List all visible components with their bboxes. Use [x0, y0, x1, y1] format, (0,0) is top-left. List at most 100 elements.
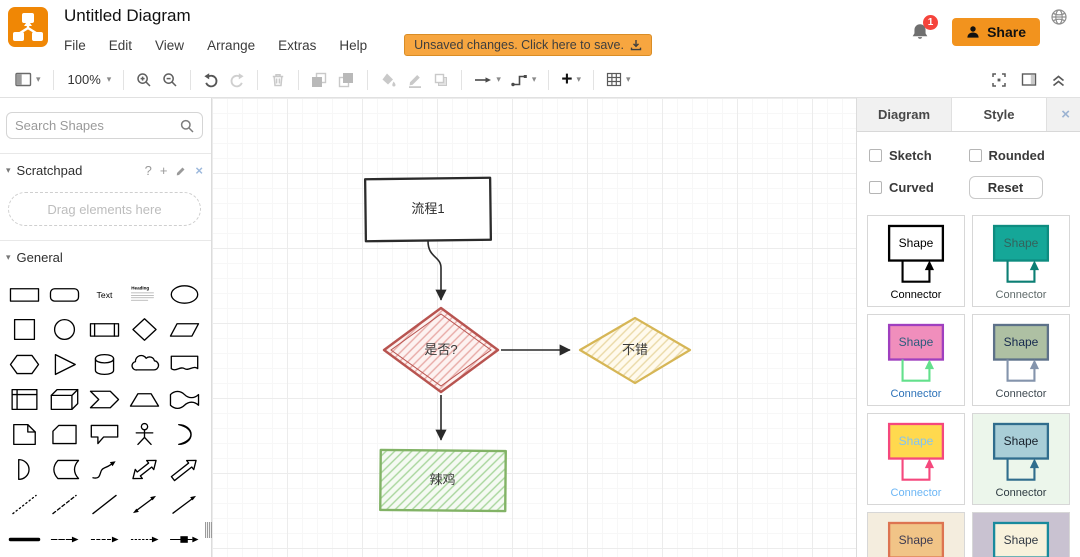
shape-tape[interactable] [165, 386, 205, 412]
delete-button[interactable] [265, 69, 291, 91]
shape-circle[interactable] [44, 316, 84, 342]
format-panel-icon[interactable] [1021, 72, 1037, 87]
shape-curve[interactable] [84, 456, 124, 482]
shape-arrow[interactable] [165, 456, 205, 482]
shape-dotted-line[interactable] [4, 491, 44, 517]
shape-hexagon[interactable] [4, 351, 44, 377]
panel-close-icon[interactable]: × [1061, 106, 1070, 123]
scratchpad-header[interactable]: ▾ Scratchpad ? + × [0, 154, 211, 186]
connection-style-button[interactable]: ▾ [469, 71, 506, 89]
line-color-button[interactable] [402, 69, 428, 91]
scratchpad-add-icon[interactable]: + [159, 163, 168, 178]
scratchpad-drop-zone[interactable]: Drag elements here [8, 192, 201, 226]
to-front-button[interactable] [306, 69, 333, 91]
shape-bidirectional-arrow[interactable] [125, 456, 165, 482]
shape-trapezoid[interactable] [125, 386, 165, 412]
sketch-checkbox[interactable] [869, 149, 882, 162]
shape-actor[interactable] [125, 421, 165, 447]
shape-text[interactable]: Text [84, 281, 124, 307]
node-nice[interactable] [578, 316, 692, 385]
menu-file[interactable]: File [64, 37, 86, 53]
zoom-in-button[interactable] [131, 69, 157, 91]
shape-card[interactable] [44, 421, 84, 447]
edge-process1-to-decision[interactable] [427, 240, 447, 301]
shape-step[interactable] [84, 386, 124, 412]
tab-diagram[interactable]: Diagram [857, 98, 952, 131]
unsaved-changes-banner[interactable]: Unsaved changes. Click here to save. [404, 34, 652, 56]
shape-heading[interactable]: Heading [125, 281, 165, 307]
shape-rectangle[interactable] [4, 281, 44, 307]
zoom-level-button[interactable]: 100% ▾ [61, 69, 117, 90]
search-shapes-box[interactable] [6, 112, 203, 139]
shape-dashed-line[interactable] [44, 491, 84, 517]
insert-button[interactable]: + ▾ [556, 69, 586, 91]
share-button[interactable]: Share [952, 18, 1040, 46]
shape-data-storage[interactable] [44, 456, 84, 482]
fullscreen-icon[interactable] [991, 72, 1007, 88]
shape-cloud[interactable] [125, 351, 165, 377]
shape-or[interactable] [165, 421, 205, 447]
scratchpad-help-icon[interactable]: ? [144, 163, 152, 178]
shape-and[interactable] [4, 456, 44, 482]
view-panels-button[interactable]: ▾ [10, 69, 46, 90]
sketch-checkbox-row[interactable]: Sketch [869, 148, 969, 163]
menu-extras[interactable]: Extras [278, 37, 317, 53]
shape-arrow-edge[interactable] [44, 526, 84, 552]
shape-ellipse[interactable] [165, 281, 205, 307]
curved-checkbox[interactable] [869, 181, 882, 194]
scratchpad-close-icon[interactable]: × [195, 163, 203, 178]
shape-labeled-edge[interactable] [165, 526, 205, 552]
shape-rounded-rectangle[interactable] [44, 281, 84, 307]
rounded-checkbox[interactable] [968, 149, 982, 162]
node-decision[interactable] [382, 306, 500, 394]
shape-parallelogram[interactable] [165, 316, 205, 342]
sidebar-resize-grip[interactable] [205, 522, 212, 538]
shadow-button[interactable] [428, 69, 454, 91]
shape-square[interactable] [4, 316, 44, 342]
diagram-canvas[interactable]: 流程1 是否? 不错 辣鸡 [212, 98, 856, 557]
shape-document[interactable] [165, 351, 205, 377]
tab-style[interactable]: Style [952, 98, 1047, 131]
shape-dashed-edge[interactable] [84, 526, 124, 552]
shape-diamond[interactable] [125, 316, 165, 342]
reset-button[interactable]: Reset [968, 176, 1043, 199]
search-input[interactable] [15, 118, 174, 133]
table-button[interactable]: ▾ [601, 69, 636, 90]
general-section-header[interactable]: ▾ General [0, 241, 211, 273]
shape-note[interactable] [4, 421, 44, 447]
redo-button[interactable] [224, 69, 250, 91]
waypoint-style-button[interactable]: ▾ [506, 69, 542, 90]
shape-cube[interactable] [44, 386, 84, 412]
shape-bidirectional-connector[interactable] [125, 491, 165, 517]
menu-help[interactable]: Help [339, 37, 368, 53]
fill-color-button[interactable] [375, 69, 402, 91]
shape-directional-connector[interactable] [165, 491, 205, 517]
menu-edit[interactable]: Edit [108, 37, 133, 53]
rounded-checkbox-row[interactable]: Rounded [968, 148, 1069, 163]
shape-dotted-edge[interactable] [125, 526, 165, 552]
menu-view[interactable]: View [155, 37, 185, 53]
scratchpad-edit-icon[interactable] [175, 165, 187, 177]
to-back-button[interactable] [333, 69, 360, 91]
curved-checkbox-row[interactable]: Curved [869, 180, 969, 195]
language-globe-icon[interactable] [1050, 8, 1068, 26]
node-process1[interactable] [363, 176, 493, 243]
shape-callout[interactable] [84, 421, 124, 447]
notification-bell-icon[interactable]: 1 [910, 15, 939, 42]
shape-line[interactable] [84, 491, 124, 517]
shape-internal-storage[interactable] [4, 386, 44, 412]
zoom-out-button[interactable] [157, 69, 183, 91]
shape-link[interactable] [4, 526, 44, 552]
shape-process[interactable] [84, 316, 124, 342]
shape-triangle[interactable] [44, 351, 84, 377]
collapse-toolbar-icon[interactable] [1051, 73, 1066, 87]
menu-arrange[interactable]: Arrange [207, 37, 256, 53]
